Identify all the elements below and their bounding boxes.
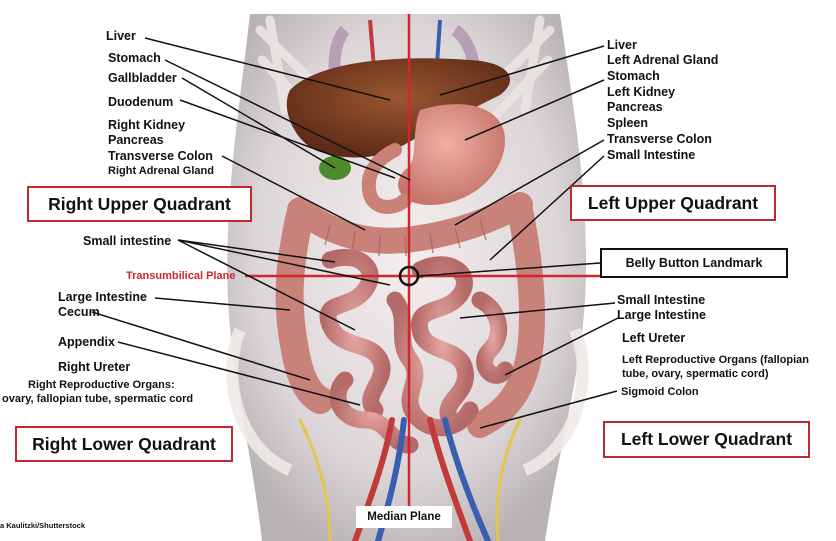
label-right-ureter: Right Ureter [58, 360, 131, 374]
label-large-intestine-left: Large Intestine [617, 308, 706, 322]
label-cecum: Cecum [58, 305, 100, 319]
leader-lines [91, 37, 619, 429]
label-transumbilical-plane: Transumbilical Plane [126, 270, 236, 282]
label-stomach-right: Stomach [108, 51, 161, 65]
label-small-intestine-left-upper: Small Intestine [607, 148, 696, 162]
left-lower-quadrant-box: Left Lower Quadrant [603, 421, 810, 458]
descending-colon-shape [467, 197, 545, 438]
left-upper-quadrant-box: Left Upper Quadrant [570, 185, 776, 221]
transverse-colon-shape [287, 192, 533, 254]
liver-shape [286, 58, 510, 158]
label-liver-right: Liver [106, 29, 136, 43]
label-transverse-colon-right: Transverse Colon [108, 149, 213, 163]
label-left-repro-line1: Left Reproductive Organs (fallopian [622, 354, 810, 366]
right-upper-quadrant-box: Right Upper Quadrant [27, 186, 252, 222]
label-small-intestine-right: Small intestine [83, 234, 172, 248]
stomach-shape [398, 104, 505, 205]
pelvis-shape [226, 327, 589, 476]
belly-button-landmark-box: Belly Button Landmark [600, 248, 788, 278]
ascending-colon-shape [275, 201, 334, 414]
label-right-adrenal: Right Adrenal Gland [108, 165, 214, 177]
label-spleen: Spleen [607, 116, 648, 130]
label-large-intestine-right: Large Intestine [58, 290, 147, 304]
label-gallbladder: Gallbladder [108, 71, 177, 85]
label-left-ureter: Left Ureter [622, 331, 686, 345]
label-sigmoid-colon: Sigmoid Colon [621, 386, 699, 398]
label-transverse-colon-left: Transverse Colon [607, 132, 712, 146]
label-left-kidney: Left Kidney [607, 85, 676, 99]
label-pancreas-left: Pancreas [607, 100, 663, 114]
image-credit: a Kaulitzki/Shutterstock [0, 521, 86, 530]
label-right-repro-line2: ovary, fallopian tube, spermatic cord [2, 393, 194, 405]
median-plane-label: Median Plane [356, 506, 452, 528]
label-right-kidney: Right Kidney [108, 118, 186, 132]
label-stomach-left: Stomach [607, 69, 660, 83]
label-liver-left: Liver [607, 38, 637, 52]
label-appendix: Appendix [58, 335, 115, 349]
label-small-intestine-left-lower: Small Intestine [617, 293, 706, 307]
label-duodenum: Duodenum [108, 95, 174, 109]
duodenum-shape [361, 143, 412, 214]
label-left-repro-line2: tube, ovary, spermatic cord) [622, 368, 769, 380]
right-lower-quadrant-box: Right Lower Quadrant [15, 426, 233, 462]
label-left-adrenal: Left Adrenal Gland [607, 53, 719, 67]
label-right-repro-line1: Right Reproductive Organs: [28, 379, 175, 391]
label-pancreas-right: Pancreas [108, 133, 164, 147]
